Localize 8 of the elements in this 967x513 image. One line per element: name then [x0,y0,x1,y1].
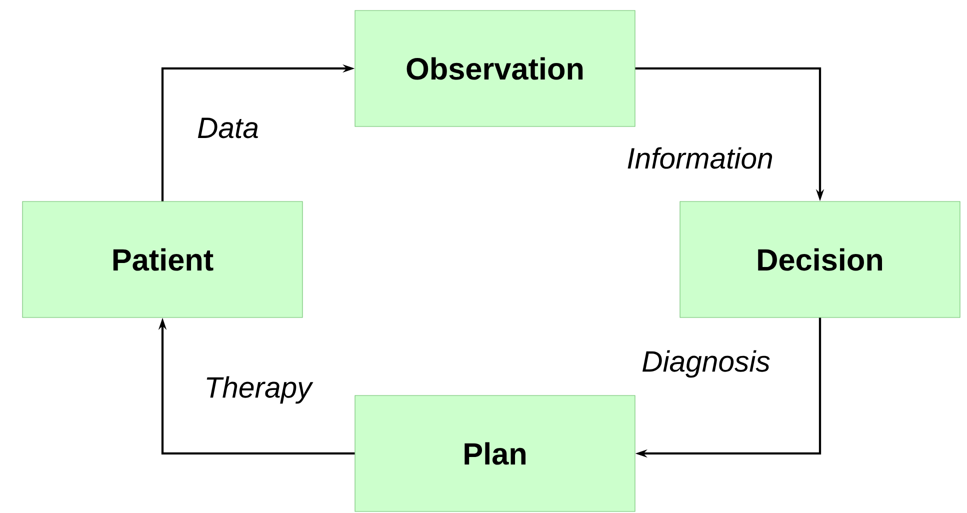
edge-label: Data [198,118,258,138]
edge-label: Diagnosis [642,350,770,378]
edge-label: Information [628,147,772,169]
process-box: Observation [354,10,636,127]
edge-label: Therapy [206,376,314,404]
process-box: Patient [22,201,303,318]
process-box: Plan [354,395,636,512]
process-box: Decision [680,201,960,318]
